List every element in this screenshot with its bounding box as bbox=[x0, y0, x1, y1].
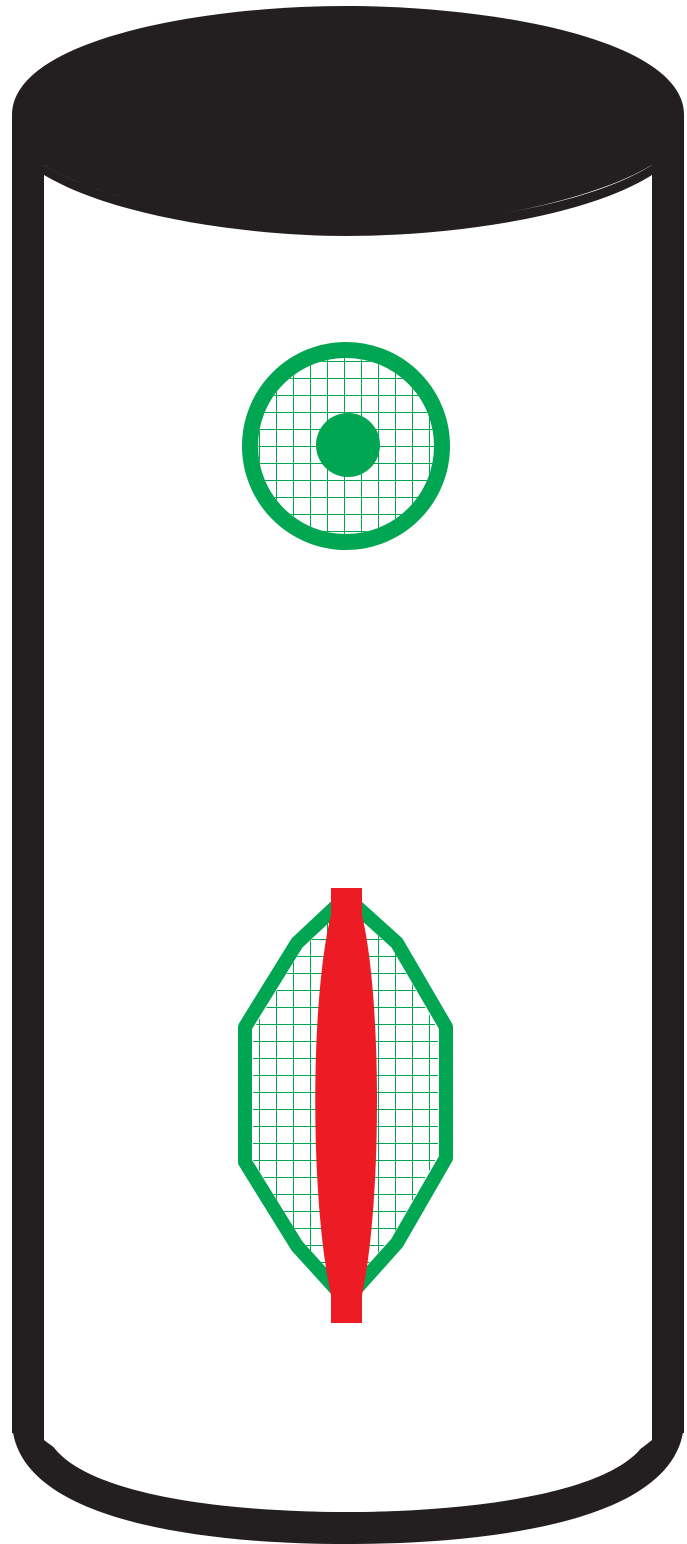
tank-right-wall bbox=[652, 115, 684, 1433]
circular-mesh-port bbox=[250, 350, 442, 542]
heating-element bbox=[315, 888, 377, 1323]
port-center-dot bbox=[316, 413, 380, 477]
tank-left-wall bbox=[12, 115, 44, 1433]
